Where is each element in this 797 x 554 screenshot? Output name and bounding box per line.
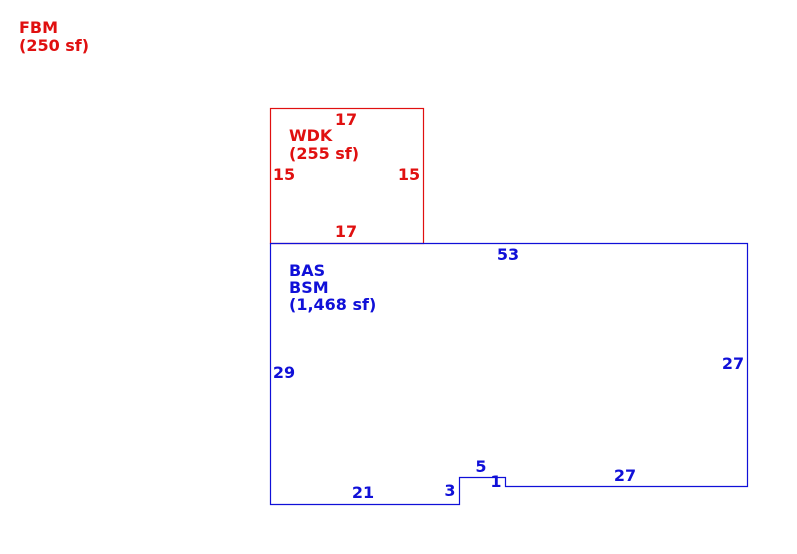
bas-area-label: (1,468 sf) [289, 295, 376, 314]
fbm-area-label: (250 sf) [19, 36, 89, 55]
bas-bottom-right-dimension: 27 [614, 466, 636, 485]
wdk-bottom-dimension: 17 [335, 222, 357, 241]
fbm-code-label: FBM [19, 18, 58, 37]
wdk-code-label: WDK [289, 126, 333, 145]
bas-right-dimension: 27 [722, 354, 744, 373]
wdk-left-dimension: 15 [273, 165, 295, 184]
wdk-area-label: (255 sf) [289, 144, 359, 163]
bas-step-top-dimension: 5 [475, 457, 486, 476]
bas-step-down-dimension: 1 [490, 472, 501, 491]
bas-top-dimension: 53 [497, 245, 519, 264]
bsm-code-label: BSM [289, 278, 329, 297]
bas-step-up-dimension: 3 [444, 481, 455, 500]
bas-code-label: BAS [289, 261, 325, 280]
wdk-right-dimension: 15 [398, 165, 420, 184]
bas-left-dimension: 29 [273, 363, 295, 382]
wdk-top-dimension: 17 [335, 110, 357, 129]
bas-bottom-left-dimension: 21 [352, 483, 374, 502]
bas-outline [269, 242, 749, 506]
